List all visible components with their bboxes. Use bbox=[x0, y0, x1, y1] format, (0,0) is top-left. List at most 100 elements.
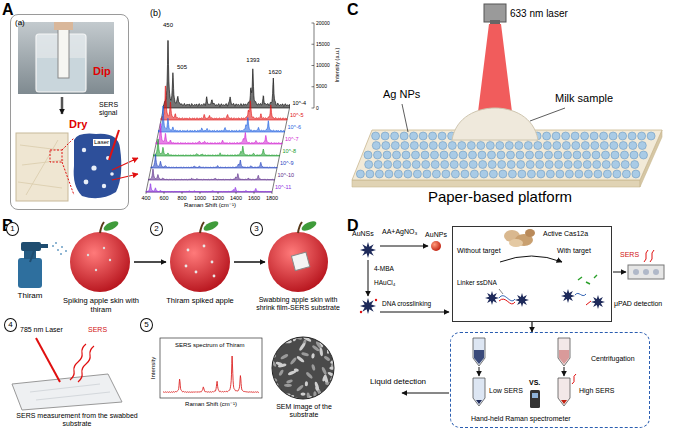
sem-image bbox=[268, 332, 338, 402]
sers-wave bbox=[70, 344, 86, 380]
figure-label: 1000 bbox=[194, 195, 206, 202]
silver-nanoparticle bbox=[562, 132, 570, 140]
sem-wrinkle bbox=[280, 395, 287, 401]
centrifuge-tubes-part bbox=[558, 338, 570, 366]
signal-arrow bbox=[112, 158, 138, 170]
sem-wrinkle bbox=[305, 371, 313, 379]
silver-nanoparticle bbox=[517, 161, 525, 169]
figure-label: DNA crosslinking bbox=[382, 300, 431, 308]
silver-nanoparticle bbox=[583, 161, 591, 169]
apple-part bbox=[268, 232, 328, 292]
sem-wrinkle bbox=[301, 352, 309, 357]
mba-dot bbox=[375, 299, 377, 301]
leader-line bbox=[530, 108, 565, 121]
silver-nanoparticle bbox=[574, 161, 582, 169]
figure-label: 10^-8 bbox=[283, 148, 297, 155]
silver-nanoparticle bbox=[467, 142, 475, 150]
sem-wrinkle bbox=[327, 388, 332, 394]
figure-label: Spiking apple skin with thiram bbox=[58, 296, 144, 314]
sem-wrinkle bbox=[330, 335, 336, 340]
sem-wrinkle bbox=[268, 385, 276, 394]
node-text: SERS signal bbox=[99, 101, 125, 118]
silver-nanoparticle bbox=[543, 142, 551, 150]
sem-wrinkle bbox=[270, 339, 274, 345]
silver-nanoparticle bbox=[441, 161, 449, 169]
centrifuge-tubes-part bbox=[474, 350, 484, 364]
silver-nanoparticle bbox=[429, 142, 437, 150]
generated-art bbox=[146, 41, 290, 194]
swab-substrate-part bbox=[12, 374, 122, 410]
figure-label: 10^-10 bbox=[278, 172, 295, 179]
sem-wrinkle bbox=[326, 336, 329, 345]
silver-nanoparticle bbox=[431, 161, 439, 169]
silver-nanoparticle bbox=[402, 151, 410, 159]
cas12a-enzyme bbox=[504, 229, 535, 247]
laser-line bbox=[36, 338, 60, 382]
node-text: Laser bbox=[93, 139, 110, 146]
centrifuge-tubes-part bbox=[559, 350, 569, 364]
sem-wrinkle bbox=[305, 381, 309, 386]
apple-part bbox=[202, 219, 219, 232]
silver-nanoparticle bbox=[488, 151, 496, 159]
silver-nanoparticle bbox=[498, 161, 506, 169]
silver-nanoparticle bbox=[374, 161, 382, 169]
linked-strands-part bbox=[499, 299, 515, 304]
sem-wrinkle bbox=[275, 341, 282, 347]
raman-spectrometer-part bbox=[530, 390, 540, 408]
silver-nanoparticle bbox=[613, 170, 621, 178]
sem-wrinkle bbox=[330, 391, 337, 395]
silver-nanoparticle bbox=[401, 142, 409, 150]
silver-nanoparticle bbox=[524, 142, 532, 150]
apple-part bbox=[102, 219, 119, 232]
figure-label: Thiram bbox=[4, 291, 56, 301]
figure-label: 1600 bbox=[248, 195, 260, 202]
centrifuge-tubes-part bbox=[473, 378, 485, 406]
thiram-spectrum bbox=[163, 356, 259, 393]
silver-nanoparticle bbox=[546, 170, 554, 178]
apple-part bbox=[70, 232, 130, 292]
linked-strands-part bbox=[578, 275, 597, 284]
silver-nanoparticle bbox=[403, 161, 411, 169]
spray-bottle-part bbox=[52, 245, 54, 247]
apple-part bbox=[300, 219, 317, 232]
process-arrow bbox=[61, 97, 64, 114]
process-arrow bbox=[613, 272, 626, 273]
node-text: Dry bbox=[69, 118, 87, 131]
silver-nanoparticle bbox=[584, 170, 592, 178]
silver-nanoparticle bbox=[619, 142, 627, 150]
silver-nanoparticle bbox=[431, 151, 439, 159]
silver-nanoparticle bbox=[571, 132, 579, 140]
silver-nanoparticle bbox=[497, 151, 505, 159]
axis-tick bbox=[272, 192, 273, 194]
silver-nanoparticle bbox=[372, 142, 380, 150]
sers-zoom-part bbox=[109, 130, 119, 160]
step-circle: 1 bbox=[6, 222, 19, 236]
silver-nanoparticle bbox=[516, 151, 524, 159]
sem-wrinkle bbox=[271, 379, 274, 386]
spray-bottle-part bbox=[18, 258, 42, 288]
silver-nanoparticle bbox=[602, 161, 610, 169]
sem-wrinkle bbox=[269, 344, 276, 353]
silver-nanoparticle bbox=[393, 151, 401, 159]
node-text: Active Cas12a bbox=[543, 230, 588, 238]
silver-nanoparticle bbox=[410, 132, 418, 140]
sem-wrinkle bbox=[294, 368, 299, 372]
process-arrow bbox=[380, 246, 428, 247]
silver-nanoparticle bbox=[593, 161, 601, 169]
figure-label: 10^-9 bbox=[280, 160, 294, 167]
node-text: 1 bbox=[10, 224, 14, 234]
silver-nanoparticle bbox=[438, 132, 446, 140]
silver-nanoparticle bbox=[423, 170, 431, 178]
silver-nanoparticle bbox=[489, 170, 497, 178]
figure-label: SERS bbox=[620, 251, 639, 259]
apple-part bbox=[187, 249, 190, 252]
silver-nanoparticle bbox=[581, 142, 589, 150]
silver-nanoparticle bbox=[366, 170, 374, 178]
spray-bottle-part bbox=[21, 242, 41, 251]
sem-wrinkle bbox=[311, 364, 316, 371]
spray-bottle-part bbox=[57, 249, 59, 251]
dip-photo-part bbox=[58, 26, 69, 78]
silver-nanoparticle bbox=[432, 170, 440, 178]
silver-nanoparticle bbox=[478, 151, 486, 159]
process-arrow bbox=[564, 367, 565, 376]
